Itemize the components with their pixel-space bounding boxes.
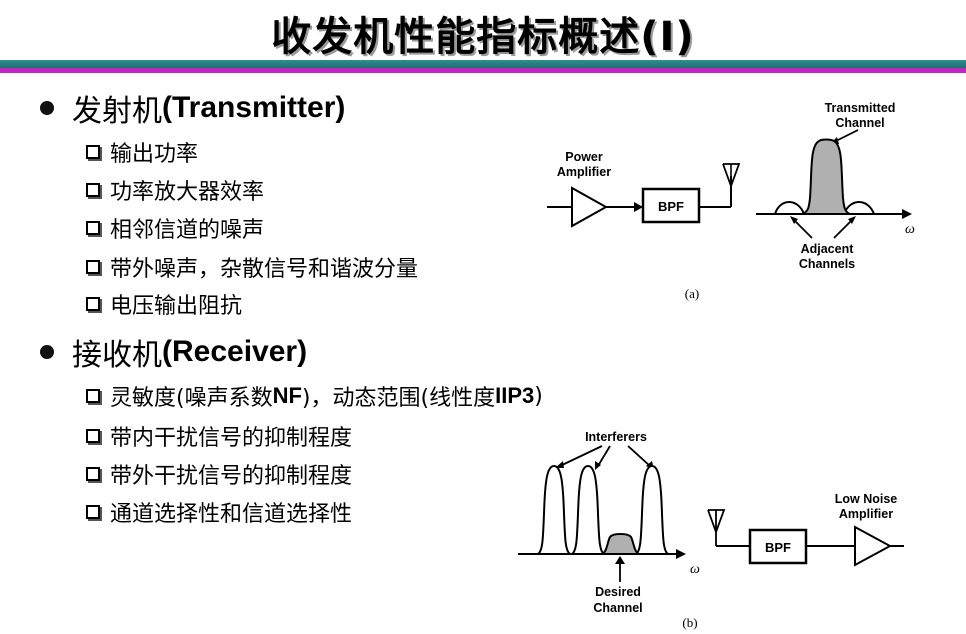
bpf-block (641, 187, 701, 224)
interferer-pointer-2 (597, 445, 611, 467)
bullet-dot-icon (40, 101, 54, 115)
arrow-head-icon (595, 461, 601, 470)
arrow-head-icon (848, 216, 856, 224)
transmitter-item: 功率放大器效率 (86, 174, 264, 206)
interferer-peak-2 (571, 464, 605, 555)
transmitter-diagram: Power Amplifier BPF Transmitted Channel … (547, 101, 915, 301)
pa-label-line2: Amplifier (557, 165, 611, 179)
receiver-item: 通道选择性和信道选择性 (86, 496, 352, 528)
interferer-pointer-1 (559, 445, 603, 467)
checkbox-icon (86, 260, 100, 274)
transmitter-item-label: 相邻信道的噪声 (110, 218, 265, 243)
nf-label: NF (272, 383, 302, 408)
adjacent-pointer-right (833, 218, 854, 239)
transmitted-channel (801, 138, 851, 215)
checkbox-icon (86, 145, 100, 159)
caption-a: (a) (685, 286, 699, 301)
slide-title: 收发机性能指标概述(I) (271, 14, 695, 60)
arrow-head-icon (615, 556, 625, 564)
title-divider-magenta (0, 68, 966, 73)
interferer-peak-3 (635, 464, 669, 555)
checkbox-icon (86, 183, 100, 197)
pa-label-line1: Power (565, 150, 603, 164)
transmitted-pointer (833, 129, 859, 143)
lna-label-line2: Amplifier (839, 507, 893, 521)
checkbox-icon (86, 297, 100, 311)
bullet-dot-icon (40, 345, 54, 359)
receiver-item-label: 带内干扰信号的抑制程度 (110, 426, 353, 451)
desired-label-line1: Desired (595, 585, 641, 599)
lna-label-line1: Low Noise (835, 492, 898, 506)
bpf-label: BPF (658, 199, 684, 214)
receiver-item-label: 通道选择性和信道选择性 (110, 502, 353, 527)
transmitted-label-line2: Channel (835, 116, 884, 130)
receiver-item-text: )，动态范围(线性度 (301, 386, 496, 411)
transmitter-item: 电压输出阻抗 (86, 288, 242, 320)
transmitter-heading-en: (Transmitter) (162, 91, 346, 124)
title-divider-teal (0, 60, 966, 68)
transmitter-item-label: 功率放大器效率 (110, 180, 265, 205)
checkbox-icon (86, 429, 100, 443)
receiver-item-text: 灵敏度(噪声系数 (110, 386, 273, 411)
adjacent-label-line2: Channels (799, 257, 855, 271)
checkbox-icon (86, 505, 100, 519)
arrow-head-icon (902, 209, 912, 219)
checkbox-icon (86, 221, 100, 235)
interferer-peak-1 (537, 464, 571, 555)
arrow-head-icon (676, 549, 686, 559)
transmitter-item: 相邻信道的噪声 (86, 212, 264, 244)
bpf-label: BPF (765, 540, 791, 555)
interferer-pointer-3 (627, 445, 651, 467)
omega-label: ω (905, 222, 915, 237)
transmitter-heading: 发射机(Transmitter) (40, 86, 345, 130)
transmitter-item: 输出功率 (86, 136, 198, 168)
transmitter-heading-cn: 发射机 (72, 94, 162, 129)
power-amplifier-icon (571, 186, 609, 228)
transmitter-item-label: 电压输出阻抗 (110, 294, 243, 319)
adjacent-channel-left (774, 201, 805, 215)
checkbox-icon (86, 467, 100, 481)
receiver-heading-cn: 接收机 (72, 338, 162, 373)
caption-b: (b) (682, 615, 697, 630)
transmitted-label-line1: Transmitted (825, 101, 896, 115)
adjacent-pointer-left (792, 218, 813, 239)
desired-channel (601, 533, 640, 555)
interferers-label: Interferers (585, 430, 647, 444)
receiver-item-label: 带外干扰信号的抑制程度 (110, 464, 353, 489)
transmitter-item: 带外噪声，杂散信号和谐波分量 (86, 251, 418, 283)
transmitter-item-label: 带外噪声，杂散信号和谐波分量 (110, 257, 419, 282)
adjacent-label-line1: Adjacent (801, 242, 855, 256)
arrow-head-icon (790, 216, 798, 224)
desired-label-line2: Channel (593, 601, 642, 615)
receiver-item-text: ) (534, 383, 543, 409)
checkbox-icon (86, 389, 100, 403)
low-noise-amplifier-icon (854, 525, 893, 567)
transmitter-item-label: 输出功率 (110, 142, 199, 167)
receiver-heading-en: (Receiver) (162, 335, 308, 368)
receiver-item: 带内干扰信号的抑制程度 (86, 420, 352, 452)
receiver-diagram: Interferers ω Desired Channel BPF Low No… (518, 430, 904, 630)
iip3-label: IIP3 (495, 383, 535, 408)
arrow-head-icon (634, 202, 643, 212)
omega-label: ω (690, 562, 700, 577)
receiver-item: 带外干扰信号的抑制程度 (86, 458, 352, 490)
receiver-heading: 接收机(Receiver) (40, 330, 307, 374)
